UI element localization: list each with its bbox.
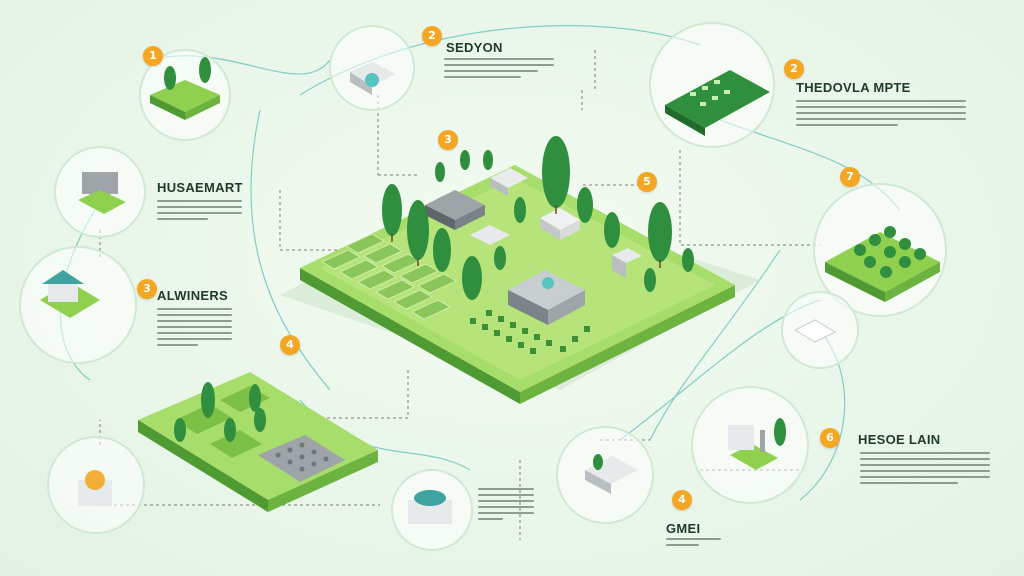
step-badge-3a: 3 [438,130,458,150]
step-badge-2b: 2 [784,59,804,79]
body-text-bottom-center [478,488,534,524]
section-title-gmei: GMEI [666,521,701,536]
body-text-gmei [666,538,721,550]
step-badge-4a: 4 [280,335,300,355]
section-title-alwiners: ALWINERS [157,288,229,303]
step-badge-5: 5 [637,172,657,192]
section-title-husaemart: HUSAEMART [157,180,243,195]
step-badge-6: 6 [820,428,840,448]
body-text-hesoe-lain [860,452,990,488]
step-badge-1: 1 [143,46,163,66]
body-text-thedovla-mpte [796,100,966,130]
step-badge-4b: 4 [672,490,692,510]
section-title-thedovla-mpte: THEDOVLA MPTE [796,80,911,95]
step-badge-2a: 2 [422,26,442,46]
body-text-husaemart [157,200,242,224]
section-title-sedyon: SEDYON [446,40,503,55]
section-title-hesoe-lain: HESOE LAIN [858,432,941,447]
body-text-alwiners [157,308,232,350]
step-badge-3b: 3 [137,279,157,299]
body-text-sedyon [444,58,554,82]
step-badge-7: 7 [840,167,860,187]
